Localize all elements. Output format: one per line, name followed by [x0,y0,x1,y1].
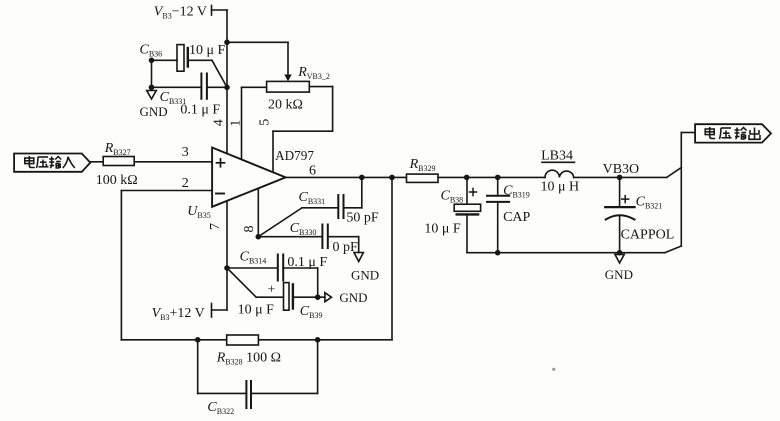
svg-text:+: + [268,283,276,298]
svg-text:2: 2 [182,176,189,191]
svg-text:10 μ F: 10 μ F [189,43,226,58]
svg-text:1: 1 [228,120,243,127]
svg-text:VB3−12 V: VB3−12 V [154,5,207,21]
svg-text:CAP: CAP [503,210,530,225]
svg-text:7: 7 [208,223,223,230]
svg-text:0 pF: 0 pF [333,240,359,255]
svg-text:20 kΩ: 20 kΩ [268,97,303,112]
svg-text:CAPPOL: CAPPOL [621,227,675,242]
svg-text:6: 6 [309,163,316,178]
svg-text:50 pF: 50 pF [346,211,379,226]
svg-text:10 μ F: 10 μ F [238,302,275,317]
svg-text:5: 5 [258,119,273,126]
svg-text:4: 4 [212,119,227,126]
svg-text:0.1 μ F: 0.1 μ F [287,255,327,270]
svg-text:VB3+12 V: VB3+12 V [152,306,205,322]
svg-text:10 μ F: 10 μ F [424,222,461,237]
svg-text:AD797: AD797 [275,148,314,163]
svg-text:GND: GND [605,267,633,282]
svg-text:GND: GND [140,104,168,119]
svg-text:10 μ H: 10 μ H [541,180,580,195]
svg-text:LB34: LB34 [541,148,573,163]
svg-text:8: 8 [242,226,257,233]
svg-text:GND: GND [351,268,379,283]
svg-text:100 kΩ: 100 kΩ [96,173,138,188]
svg-text:VB3O: VB3O [603,162,640,177]
svg-text:0.1 μ F: 0.1 μ F [180,102,220,117]
svg-text:GND: GND [339,290,367,305]
svg-text:3: 3 [182,145,189,160]
